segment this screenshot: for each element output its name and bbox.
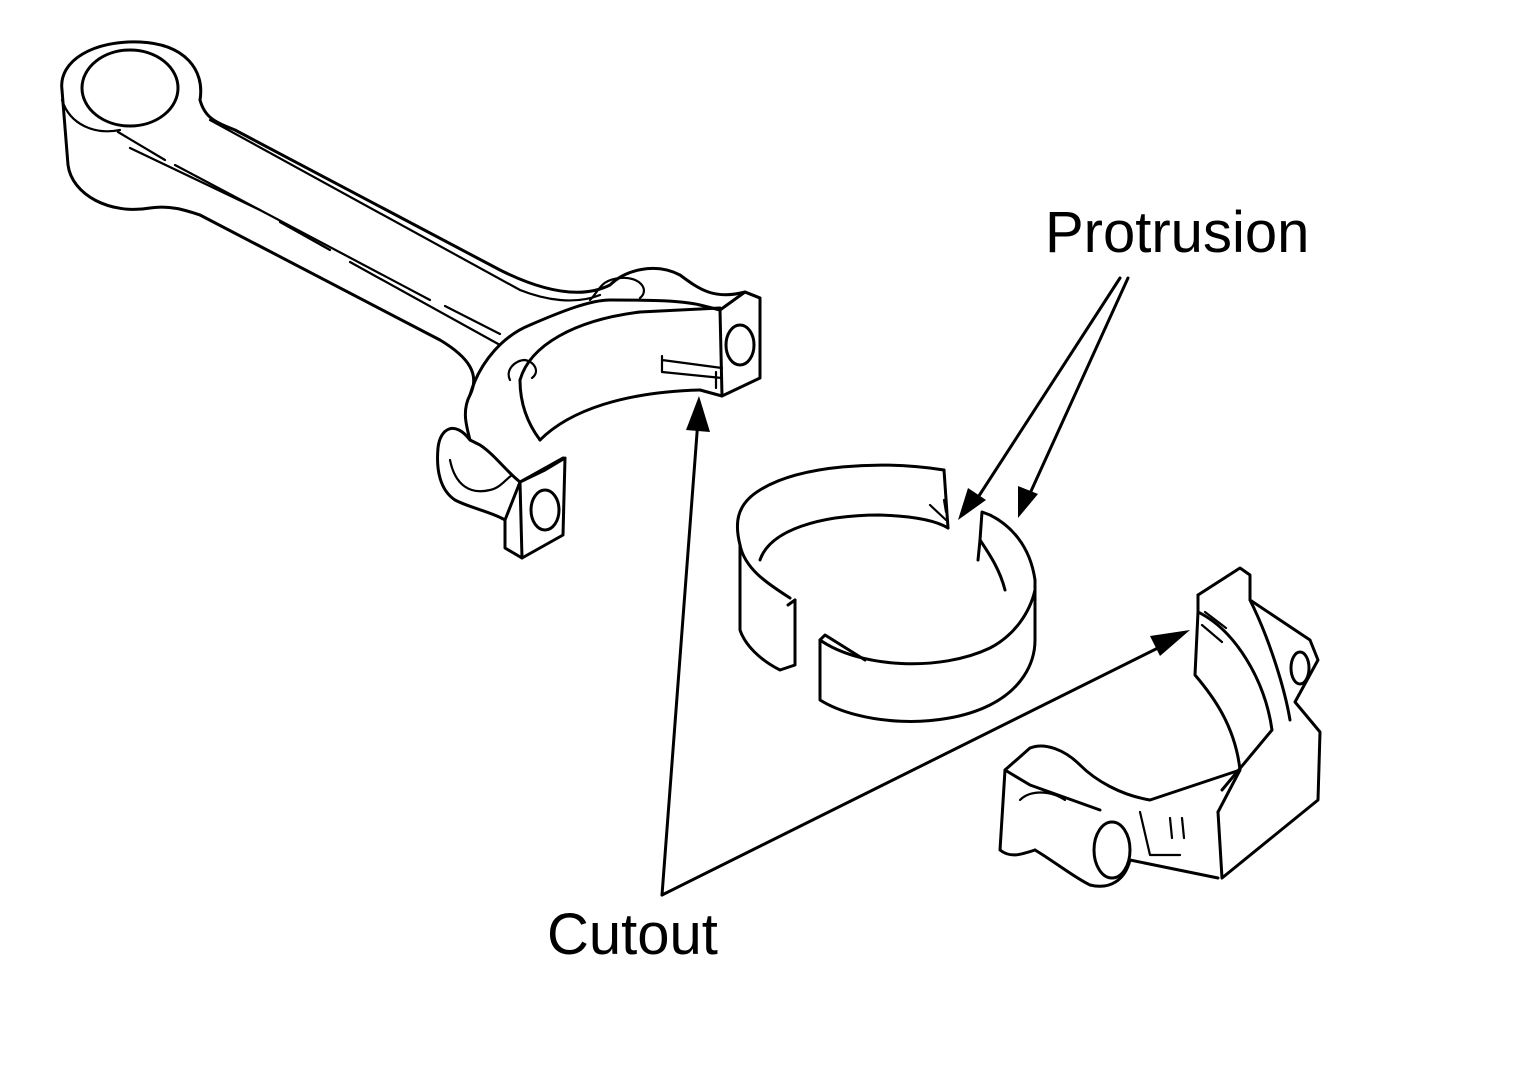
protrusion-arrowhead-right — [1018, 486, 1038, 518]
protrusion-leader-left — [973, 276, 1122, 504]
cutout-leader-right — [660, 640, 1172, 897]
protrusion-leader-right — [1025, 276, 1130, 502]
cutout-arrowhead-right — [1150, 630, 1190, 656]
callout-leaders — [660, 276, 1190, 897]
connecting-rod — [60, 40, 762, 560]
protrusion-label: Protrusion — [1045, 200, 1309, 265]
cutout-arrowhead-left — [686, 396, 710, 432]
bearing-shells — [735, 463, 1037, 723]
cutout-label: Cutout — [547, 902, 718, 967]
bearing-cap — [998, 566, 1322, 888]
cutout-leader-left — [660, 418, 700, 897]
protrusion-arrowhead-left — [958, 488, 986, 520]
